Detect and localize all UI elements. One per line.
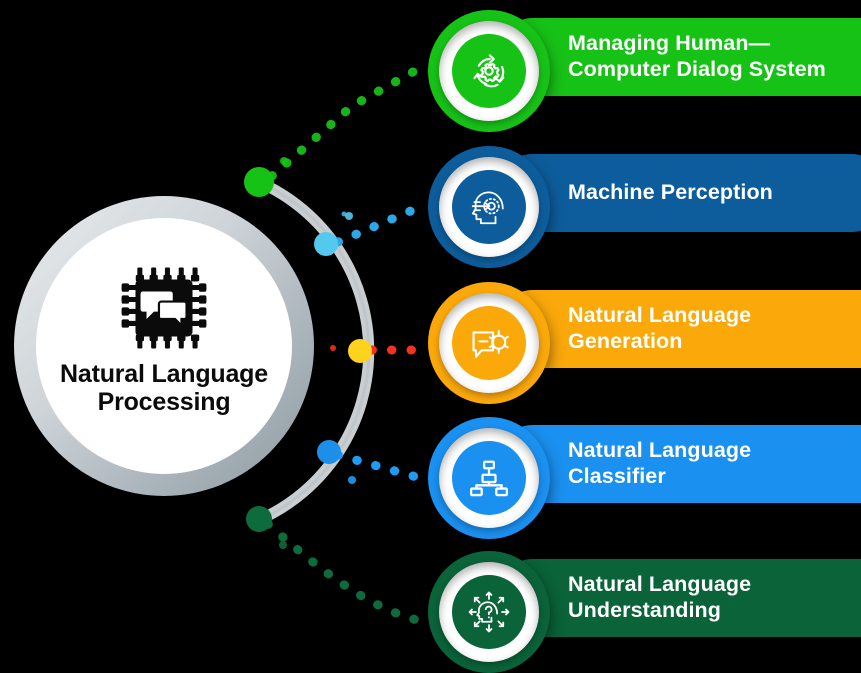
branch-badge-disc-3 — [452, 306, 526, 380]
branch-badge-disc-1 — [452, 34, 526, 108]
branch-badge-disc-4 — [452, 441, 526, 515]
cpu-chip-speech-bubbles-icon — [121, 267, 207, 349]
branch-label-3: Natural Language Generation — [568, 303, 752, 353]
center-node-label-line2: Processing — [97, 388, 231, 416]
branch-pill-1[interactable]: Managing Human— Computer Dialog System — [494, 18, 861, 96]
branch-pill-4[interactable]: Natural Language Classifier — [494, 425, 861, 503]
arc-node-4 — [317, 440, 341, 464]
speech-bubble-gear-icon — [472, 330, 509, 358]
connector-line-1 — [267, 63, 425, 181]
branch-badge-white-4 — [439, 428, 539, 528]
branch-pill-2[interactable]: Machine Perception — [494, 154, 861, 232]
center-node-label-line1: Natural Language — [60, 360, 268, 388]
branch-label-2: Machine Perception — [568, 180, 773, 205]
branch-label-1: Managing Human— Computer Dialog System — [568, 31, 826, 81]
branch-badge-white-1 — [439, 21, 539, 121]
arc-node-1 — [244, 167, 274, 197]
connector-line-4 — [333, 450, 425, 483]
branch-pill-3[interactable]: Natural Language Generation — [494, 290, 861, 368]
connector-line-2 — [333, 202, 425, 247]
connector-line-5 — [263, 519, 430, 627]
branch-badge-5[interactable] — [428, 551, 550, 673]
branch-badge-white-5 — [439, 562, 539, 662]
branch-pill-5[interactable]: Natural Language Understanding — [494, 559, 861, 637]
branch-badge-3[interactable] — [428, 282, 550, 404]
head-question-arrows-icon — [468, 591, 510, 633]
arc-node-2 — [314, 232, 338, 256]
arc-node-3 — [348, 339, 372, 363]
branch-badge-white-3 — [439, 293, 539, 393]
center-node[interactable]: Natural Language Processing — [14, 196, 314, 496]
arc-node-5 — [246, 506, 272, 532]
center-node-label: Natural Language Processing — [39, 360, 289, 416]
branch-label-5: Natural Language Understanding — [568, 572, 752, 622]
hierarchy-tree-icon — [469, 460, 509, 497]
branch-badge-white-2 — [439, 157, 539, 257]
gear-cycle-arrows-icon — [473, 54, 505, 88]
branch-badge-disc-2 — [452, 170, 526, 244]
branch-badge-1[interactable] — [428, 10, 550, 132]
head-vision-arrow-icon — [471, 191, 504, 225]
branch-label-4: Natural Language Classifier — [568, 438, 752, 488]
branch-badge-2[interactable] — [428, 146, 550, 268]
center-node-inner: Natural Language Processing — [36, 218, 292, 474]
branch-badge-4[interactable] — [428, 417, 550, 539]
branch-badge-disc-5 — [452, 575, 526, 649]
